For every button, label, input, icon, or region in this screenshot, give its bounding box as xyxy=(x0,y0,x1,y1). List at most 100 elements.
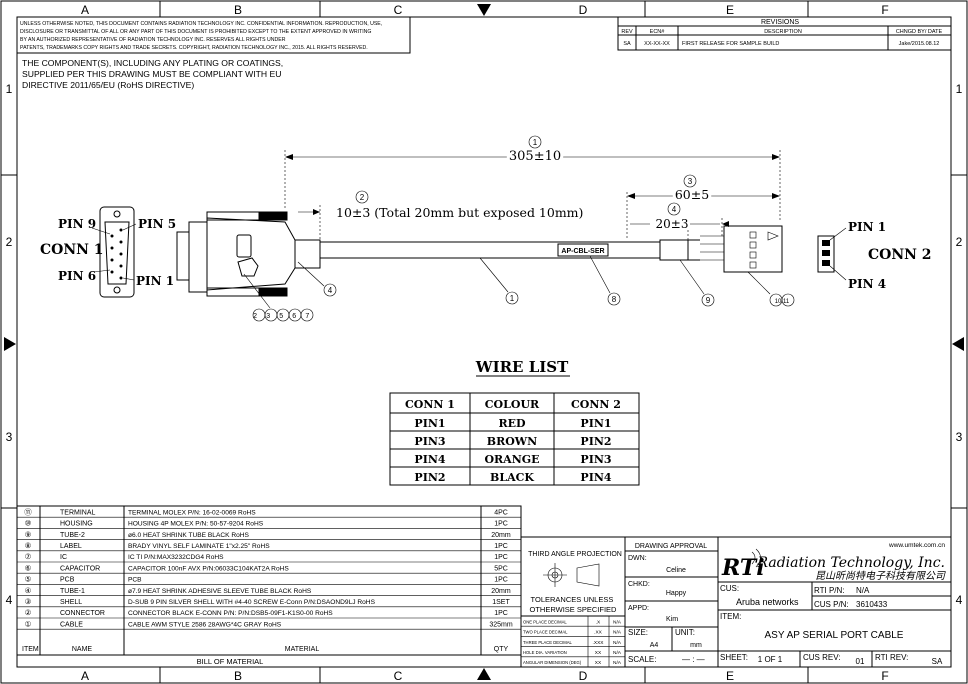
zone-1-right: 1 xyxy=(956,82,963,96)
conn2-pin1-label: PIN 1 xyxy=(848,220,886,234)
molex-housing xyxy=(723,225,783,273)
conn1-pin6-label: PIN 6 xyxy=(58,269,96,283)
bom-item-material: CABLE AWM STYLE 2586 28AWG*4C GRAY RoHS xyxy=(128,621,282,628)
bom-item-name: SHELL xyxy=(60,599,82,606)
rev-header-rev: REV xyxy=(621,29,633,35)
svg-text:UNIT:: UNIT: xyxy=(675,628,695,637)
company-url: www.umtek.com.cn xyxy=(888,542,945,549)
bom-item-name: CAPACITOR xyxy=(60,565,100,572)
conn1-pin1-label: PIN 1 xyxy=(136,274,174,288)
sheet-value: 1 OF 1 xyxy=(758,655,783,664)
bom-item-qty: 1PC xyxy=(494,610,508,617)
zone-2-left: 2 xyxy=(6,235,13,249)
revisions-title: REVISIONS xyxy=(761,19,799,26)
tolerance-label: ONE PLACE DECIMAL xyxy=(523,619,567,624)
part-info: CUS: Aruba networks RTI P/N: N/A CUS P/N… xyxy=(720,584,943,666)
bom-item-number: ④ xyxy=(25,586,32,595)
svg-text:PIN3: PIN3 xyxy=(580,453,611,466)
title-block-frame xyxy=(520,536,952,668)
zone-e-bottom: E xyxy=(726,669,734,683)
bom-item-number: ① xyxy=(25,619,32,628)
tolerance-label: ANGULAR DIMENSION (DEG) xyxy=(523,660,582,665)
bom-row: ① CABLE CABLE AWM STYLE 2586 28AWG*4C GRAY… xyxy=(17,619,521,630)
revision-block: REVISIONS REV ECN# DESCRIPTION CHNGD BY/… xyxy=(617,16,952,51)
bom-item-qty: 325mm xyxy=(489,621,513,628)
tolerance-value: N/A xyxy=(613,650,622,656)
bom-item-qty: 1PC xyxy=(494,543,508,550)
bom-item-name: TUBE-1 xyxy=(60,588,85,595)
zone-letters: A B C D E F A B C D E F 1 2 3 4 1 2 3 4 xyxy=(6,3,963,683)
rohs-note: THE COMPONENT(S), INCLUDING ANY PLATING … xyxy=(22,58,283,90)
unit-value: mm xyxy=(690,642,702,649)
bom-caption: BILL OF MATERIAL xyxy=(197,657,264,666)
svg-text:BROWN: BROWN xyxy=(487,435,537,448)
bom-item-number: ⑦ xyxy=(25,552,32,561)
svg-text:QTY: QTY xyxy=(494,646,509,653)
conn1-pin5-label: PIN 5 xyxy=(138,217,176,231)
svg-text:4: 4 xyxy=(328,286,333,295)
svg-text:BY AN AUTHORIZED REPRESENTATIV: BY AN AUTHORIZED REPRESENTATIVE OF RADIA… xyxy=(20,37,286,43)
rti-rev-value: SA xyxy=(932,657,943,666)
bom-item-name: LABEL xyxy=(60,543,82,550)
svg-text:DRAWING APPROVAL: DRAWING APPROVAL xyxy=(635,543,707,550)
svg-text:SCALE:: SCALE: xyxy=(628,655,656,664)
bom-item-name: PCB xyxy=(60,577,75,584)
balloon-4-side: 4 xyxy=(297,261,337,297)
bom-item-name: CABLE xyxy=(60,621,83,628)
cus-rev-value: 01 xyxy=(856,657,865,666)
zone-a-bottom: A xyxy=(81,669,89,683)
svg-text:PATENTS, TRADEMARKS COPY RIGHT: PATENTS, TRADEMARKS COPY RIGHTS AND TRAD… xyxy=(20,45,368,51)
cable-label-tag: AP-CBL-SER xyxy=(557,243,609,257)
balloon-2: 2 xyxy=(355,190,369,204)
bom-item-qty: 20mm xyxy=(491,532,511,539)
svg-text:RTI P/N:: RTI P/N: xyxy=(814,586,845,595)
bom-item-material: HOUSING 4P MOLEX P/N: 50-57-9204 RoHS xyxy=(128,521,264,528)
rev-row-ecn: XX-XX-XX xyxy=(644,41,670,47)
svg-text:MATERIAL: MATERIAL xyxy=(285,646,320,653)
svg-text:2 3 5 6 7: 2 3 5 6 7 xyxy=(253,313,313,320)
wire-list-title: WIRE LIST xyxy=(475,358,569,376)
svg-text:1: 1 xyxy=(533,138,538,147)
bom-item-number: ⑥ xyxy=(25,563,32,572)
dim-strip-text: 20±3 xyxy=(656,217,689,231)
svg-text:RTi: RTi xyxy=(721,555,765,581)
svg-text:PIN2: PIN2 xyxy=(414,471,445,484)
center-markers xyxy=(4,4,964,680)
svg-text:PIN1: PIN1 xyxy=(414,417,445,430)
conn2-pin4-label: PIN 4 xyxy=(848,277,886,291)
svg-text:CUS P/N:: CUS P/N: xyxy=(814,600,849,609)
notice-box xyxy=(16,16,411,54)
zone-d-bottom: D xyxy=(579,669,588,683)
bom-item-name: IC xyxy=(60,554,67,561)
bom-item-number: ⑩ xyxy=(25,519,32,528)
svg-text:CONN 1: CONN 1 xyxy=(405,398,455,411)
conn1-title: CONN 1 xyxy=(40,242,104,258)
balloon-8: 8 xyxy=(589,255,621,306)
bom-item-name: HOUSING xyxy=(60,521,93,528)
bom-item-number: ⑨ xyxy=(25,530,32,539)
conn2-title: CONN 2 xyxy=(868,247,932,263)
scale-value: — : — xyxy=(682,655,705,664)
svg-text:CUS REV:: CUS REV: xyxy=(803,653,841,662)
tolerance-value: N/A xyxy=(613,640,622,646)
svg-text:NAME: NAME xyxy=(72,646,93,653)
svg-text:ITEM: ITEM xyxy=(22,646,39,653)
zone-2-right: 2 xyxy=(956,235,963,249)
zone-c-bottom: C xyxy=(394,669,403,683)
rev-row-desc: FIRST RELEASE FOR SAMPLE BUILD xyxy=(682,41,779,47)
bom-item-material: CAPACITOR 100nF AVX P/N:06033C104KAT2A R… xyxy=(128,565,289,572)
conn2-face-view xyxy=(817,227,847,281)
svg-text:CONN 2: CONN 2 xyxy=(571,398,621,411)
svg-text:BLACK: BLACK xyxy=(490,471,534,484)
bom-item-qty: 5PC xyxy=(494,565,508,572)
tolerance-format: XX xyxy=(595,650,602,656)
dimension-exposed: 10±3 (Total 20mm but exposed 10mm) xyxy=(298,205,583,240)
